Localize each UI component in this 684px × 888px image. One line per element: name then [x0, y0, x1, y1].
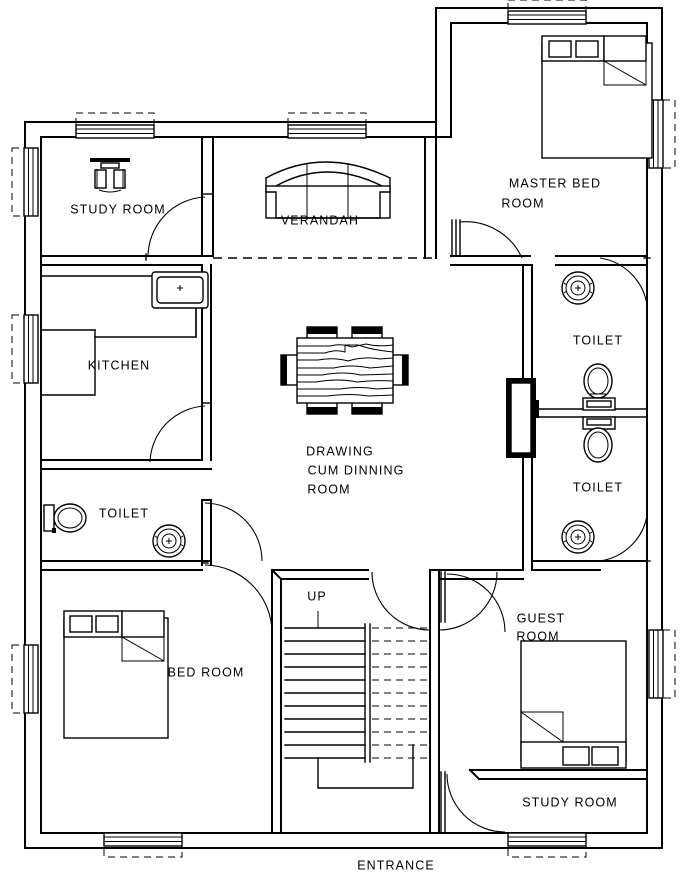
window-study-room-left	[11, 147, 39, 217]
door-toilet-right-upper	[599, 257, 651, 306]
label-kitchen: KITCHEN	[88, 358, 151, 372]
label-drawing-line2: CUM DINNING	[308, 463, 405, 477]
label-guest-room-line2: ROOM	[516, 629, 559, 643]
label-toilet-left: TOILET	[99, 506, 149, 520]
toilet-right-fixtures	[561, 271, 616, 554]
label-master-bed-room-line2: ROOM	[501, 196, 544, 210]
wc-right-lower	[582, 416, 616, 463]
floor-drain-right-upper	[561, 271, 595, 305]
door-study-room-bottom	[440, 771, 506, 834]
window-study-room-top	[75, 112, 155, 139]
toilet-left-fixtures	[43, 503, 186, 558]
floor-drain-left	[152, 524, 186, 558]
door-toilet-right-lower	[599, 515, 651, 562]
label-study-room-bottom: STUDY ROOM	[522, 795, 618, 809]
label-toilet-right-upper: TOILET	[573, 333, 623, 347]
wc-left	[43, 503, 87, 533]
door-study-room	[145, 193, 214, 261]
study-desk-furniture	[90, 158, 130, 193]
doors	[145, 193, 651, 834]
label-guest-room-line1: GUEST	[517, 611, 566, 625]
window-bed-room-left	[11, 644, 39, 714]
label-study-room-top: STUDY ROOM	[70, 202, 166, 216]
door-kitchen	[149, 402, 212, 463]
window-study-room-bottom	[507, 832, 587, 858]
label-drawing-line1: DRAWING	[306, 444, 374, 458]
bed-room-bed	[63, 610, 169, 739]
label-master-bed-room-line1: MASTER BED	[509, 176, 601, 190]
kitchen-counter	[40, 271, 209, 396]
wc-right-upper	[582, 363, 616, 411]
window-master-bedroom-top	[507, 0, 587, 25]
floor-drain-right-lower	[561, 520, 595, 554]
stair-treads-lower	[284, 627, 366, 759]
kitchen-sink	[151, 271, 209, 309]
door-entrance-double	[371, 571, 498, 631]
label-stairs-up: UP	[307, 589, 327, 603]
window-kitchen-left	[11, 314, 39, 384]
label-bed-room: BED ROOM	[168, 665, 245, 679]
window-guest-room-right	[648, 629, 676, 699]
dining-set	[280, 326, 409, 415]
door-toilet-left	[201, 499, 263, 562]
room-labels: STUDY ROOM VERANDAH MASTER BED ROOM KITC…	[70, 176, 623, 872]
dining-table	[296, 337, 394, 404]
door-bed-room	[201, 562, 273, 634]
label-entrance: ENTRANCE	[357, 858, 435, 872]
label-drawing-line3: ROOM	[307, 482, 350, 496]
window-bed-room-bottom	[103, 832, 183, 858]
wardrobe-cabinet	[506, 378, 539, 458]
label-verandah: VERANDAH	[281, 213, 359, 227]
interior-walls	[40, 121, 648, 834]
window-master-bedroom-right	[648, 99, 676, 169]
verandah-sofa	[265, 161, 391, 219]
staircase	[284, 611, 430, 789]
window-verandah-top	[287, 112, 367, 139]
stair-treads-upper	[372, 627, 430, 759]
master-bed	[541, 35, 653, 159]
door-guest-room	[440, 571, 506, 633]
guest-room-bed	[520, 640, 627, 769]
door-master-bedroom	[451, 219, 523, 259]
windows	[11, 0, 676, 858]
label-toilet-right-lower: TOILET	[573, 480, 623, 494]
